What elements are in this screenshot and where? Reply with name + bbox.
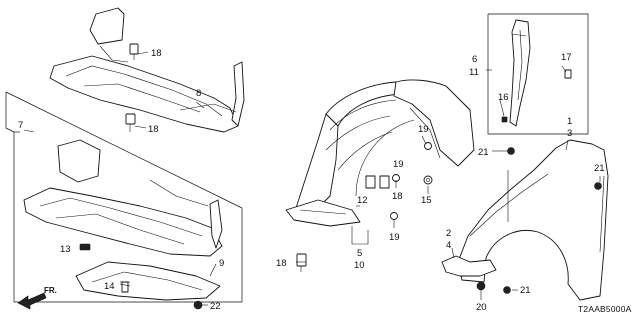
lower-assembly-frame [5,91,243,303]
fender-bracket [441,255,497,277]
callout-19-top: 19 [418,124,429,135]
fender-liner [285,79,475,227]
clip-17 [564,69,572,79]
callout-8: 8 [196,88,201,99]
clip-16 [501,116,508,123]
lower-splash-shield [23,139,223,257]
screw-14 [120,281,130,293]
callout-18-lower: 18 [276,258,287,269]
callout-21-bottom: 21 [520,285,531,296]
callout-19-mid: 19 [393,159,404,170]
front-direction-label: FR. [44,286,57,295]
callout-4: 4 [446,240,451,251]
callout-14: 14 [104,281,115,292]
callout-9: 9 [219,258,224,269]
front-direction-arrow-icon [17,292,47,310]
callout-17: 17 [561,52,572,63]
bolt-21-top [507,147,515,155]
clip-12 [365,175,390,189]
diagram-code: T2AAB5000A [578,304,632,314]
leader-lines [23,51,601,306]
bolt-20 [476,281,486,296]
callout-21-right: 21 [594,163,605,174]
upper-shield-clip [125,43,139,132]
callout-18-upper: 18 [151,48,162,59]
side-seal [509,19,531,127]
front-fender [457,139,609,301]
callout-2: 2 [446,228,451,239]
bolt-21-right [594,182,602,190]
callout-18-liner: 18 [392,191,403,202]
callout-10: 10 [354,260,365,271]
callout-11: 11 [469,67,479,78]
clip-13 [79,243,91,251]
bolt-21-bottom [503,286,511,294]
callout-3: 3 [567,128,572,139]
upper-splash-shield [49,7,245,133]
clip-15 [423,175,433,185]
callout-7: 7 [18,120,23,131]
callout-5: 5 [357,248,362,259]
side-seal-frame [487,13,589,135]
callout-1: 1 [567,116,572,127]
screw-19a [424,142,432,150]
screw-19c [390,212,398,220]
bolt-22 [193,300,203,310]
callout-19-low: 19 [389,232,400,243]
callout-13: 13 [60,244,71,255]
callout-20: 20 [476,302,487,313]
callout-6: 6 [472,54,477,65]
callout-15: 15 [421,195,432,206]
callout-18-middle: 18 [148,124,159,135]
callout-16: 16 [498,92,509,103]
clip-18 [296,253,307,272]
callout-22: 22 [210,301,221,312]
lower-cover [75,261,221,301]
bracket-5-10 [351,226,369,245]
callout-21-top: 21 [478,147,489,158]
callout-12: 12 [357,195,368,206]
